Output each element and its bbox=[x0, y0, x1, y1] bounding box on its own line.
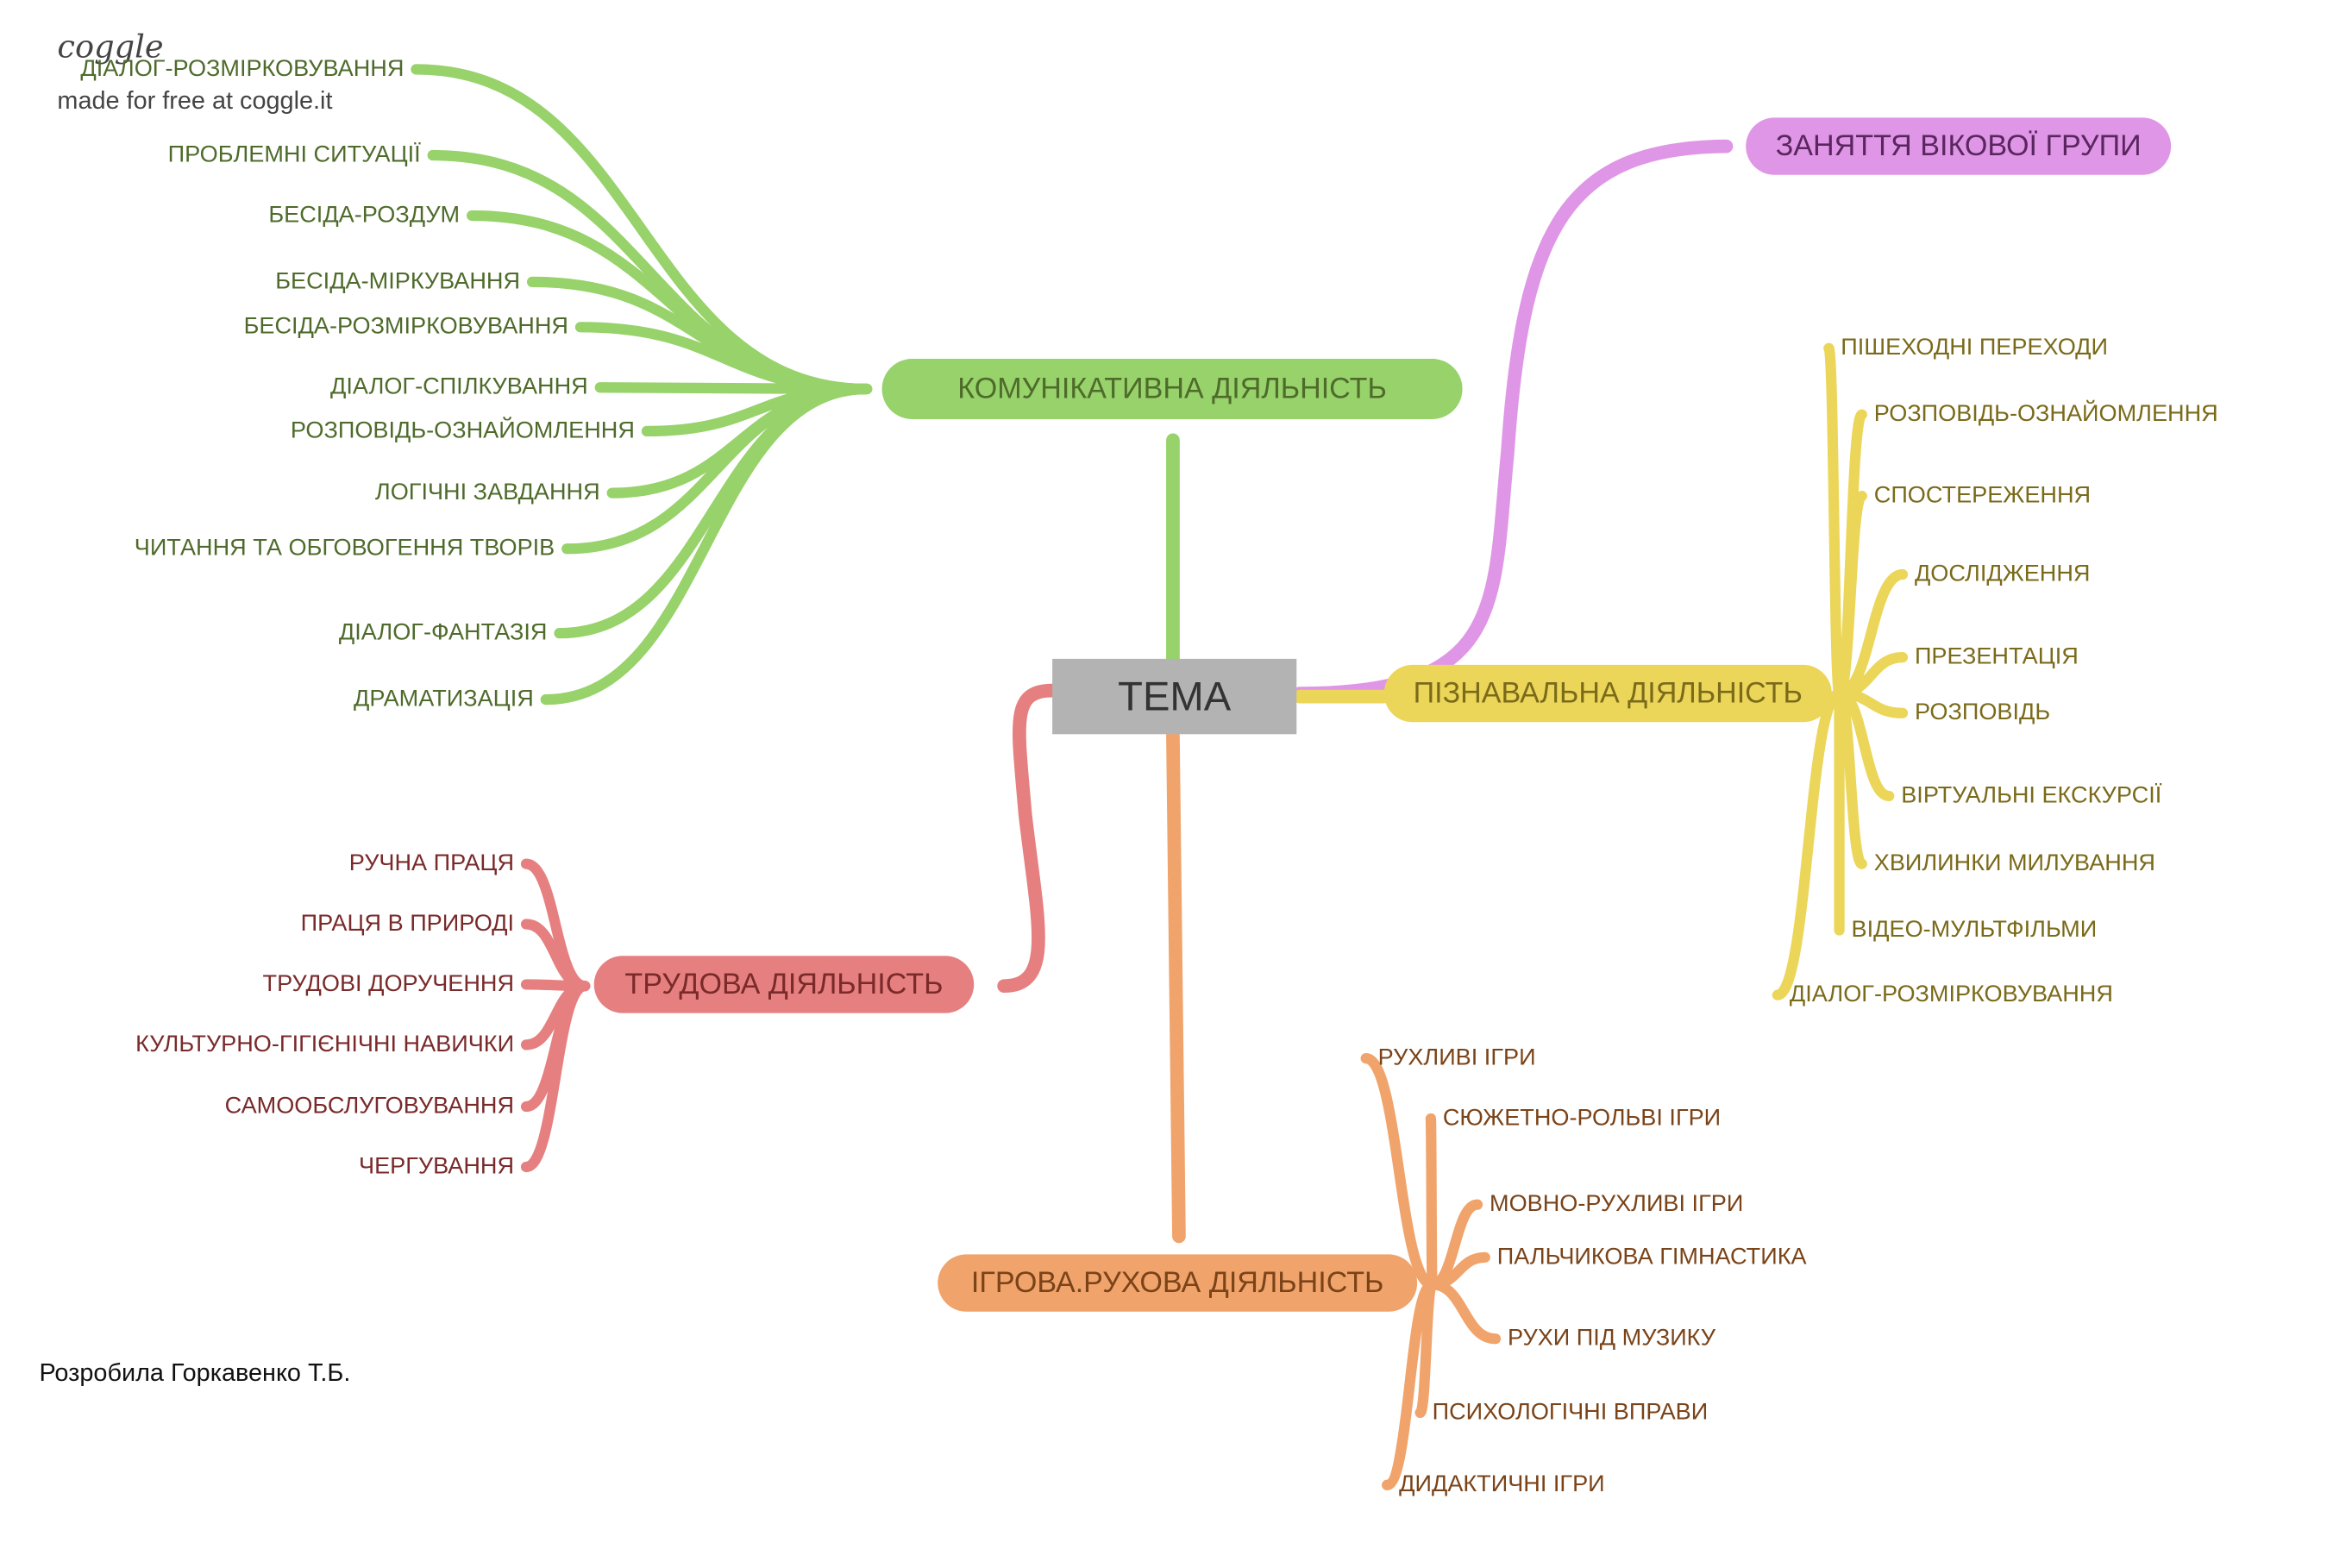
cognitive-item[interactable]: ВІРТУАЛЬНІ ЕКСКУРСІЇ bbox=[1901, 782, 2162, 809]
communicative-item[interactable]: ДІАЛОГ-ФАНТАЗІЯ bbox=[338, 619, 548, 646]
edge-labor-5 bbox=[520, 981, 591, 1173]
edge-central-game bbox=[1166, 729, 1186, 1244]
labor-item[interactable]: ПРАЦЯ В ПРИРОДІ bbox=[300, 911, 515, 937]
game-item[interactable]: МОВНО-РУХЛИВІ ІГРИ bbox=[1490, 1191, 1744, 1218]
labor-item[interactable]: ТРУДОВІ ДОРУЧЕННЯ bbox=[262, 971, 515, 997]
communicative-item[interactable]: ДІАЛОГ-СПІЛКУВАННЯ bbox=[330, 373, 588, 400]
communicative-item[interactable]: ЧИТАННЯ ТА ОБГОВОГЕННЯ ТВОРІВ bbox=[134, 535, 555, 561]
cognitive-item[interactable]: СПОСТЕРЕЖЕННЯ bbox=[1873, 482, 2092, 509]
coggle-tagline: made for free at coggle.it bbox=[57, 87, 333, 115]
game-item[interactable]: СЮЖЕТНО-РОЛЬВІ ІГРИ bbox=[1442, 1105, 1722, 1132]
edge-central-age-group bbox=[1292, 139, 1734, 700]
cognitive-item[interactable]: ВІДЕО-МУЛЬТФІЛЬМИ bbox=[1851, 917, 2098, 943]
labor-item[interactable]: КУЛЬТУРНО-ГІГІЄНІЧНІ НАВИЧКИ bbox=[135, 1032, 515, 1057]
labor-item[interactable]: РУЧНА ПРАЦЯ bbox=[348, 850, 515, 877]
edge-game-0 bbox=[1360, 1052, 1438, 1290]
edge-cognitive-2 bbox=[1834, 490, 1867, 699]
cognitive-item[interactable]: ПІШЕХОДНІ ПЕРЕХОДИ bbox=[1841, 335, 2109, 361]
game-item[interactable]: РУХИ ПІД МУЗИКУ bbox=[1508, 1325, 1715, 1352]
communicative-item[interactable]: ДРАМАТИЗАЦІЯ bbox=[353, 686, 534, 712]
branch-game[interactable]: ІГРОВА.РУХОВА ДІЯЛЬНІСТЬ bbox=[938, 1254, 1418, 1312]
communicative-item[interactable]: РОЗПОВІДЬ-ОЗНАЙОМЛЕННЯ bbox=[290, 417, 635, 444]
communicative-item[interactable]: БЕСІДА-МІРКУВАННЯ bbox=[275, 268, 521, 295]
edge-communicative-0 bbox=[411, 64, 873, 395]
branch-cognitive[interactable]: ПІЗНАВАЛЬНА ДІЯЛЬНІСТЬ bbox=[1383, 664, 1832, 723]
communicative-item[interactable]: БЕСІДА-РОЗДУМ bbox=[268, 202, 461, 229]
edge-game-4 bbox=[1427, 1279, 1502, 1345]
cognitive-item[interactable]: ПРЕЗЕНТАЦІЯ bbox=[1914, 643, 2079, 670]
branch-labor[interactable]: ТРУДОВА ДІЯЛЬНІСТЬ bbox=[593, 956, 975, 1013]
edge-communicative-2 bbox=[467, 210, 873, 395]
edge-cognitive-0 bbox=[1823, 342, 1845, 699]
game-item[interactable]: ПАЛЬЧИКОВА ГІМНАСТИКА bbox=[1496, 1244, 1807, 1270]
game-item[interactable]: РУХЛИВІ ІГРИ bbox=[1377, 1044, 1536, 1071]
labor-item[interactable]: САМООБСЛУГОВУВАННЯ bbox=[224, 1093, 515, 1120]
edge-central-labor bbox=[997, 683, 1059, 994]
edge-communicative-10 bbox=[540, 383, 873, 706]
communicative-item[interactable]: БЕСІДА-РОЗМІРКОВУВАННЯ bbox=[243, 314, 568, 340]
communicative-item[interactable]: ПРОБЛЕМНІ СИТУАЦІЇ bbox=[167, 141, 421, 168]
edge-cognitive-9 bbox=[1772, 687, 1845, 1000]
cognitive-item[interactable]: ХВИЛИНКИ МИЛУВАННЯ bbox=[1873, 850, 2155, 877]
coggle-logo: coggle bbox=[57, 28, 164, 66]
cognitive-item[interactable]: РОЗПОВІДЬ bbox=[1914, 699, 2051, 726]
branch-age-group[interactable]: ЗАНЯТТЯ ВІКОВОЇ ГРУПИ bbox=[1746, 117, 2172, 175]
labor-item[interactable]: ЧЕРГУВАННЯ bbox=[359, 1153, 515, 1180]
author-credit: Розробила Горкавенко Т.Б. bbox=[39, 1359, 351, 1388]
branch-communicative[interactable]: КОМУНІКАТИВНА ДІЯЛЬНІСТЬ bbox=[881, 359, 1463, 419]
game-item[interactable]: ПСИХОЛОГІЧНІ ВПРАВИ bbox=[1432, 1399, 1709, 1426]
edge-game-1 bbox=[1425, 1113, 1438, 1290]
communicative-item[interactable]: ЛОГІЧНІ ЗАВДАННЯ bbox=[374, 480, 600, 506]
cognitive-item[interactable]: ДІАЛОГ-РОЗМІРКОВУВАННЯ bbox=[1789, 982, 2113, 1008]
cognitive-item[interactable]: РОЗПОВІДЬ-ОЗНАЙОМЛЕННЯ bbox=[1873, 401, 2218, 428]
game-item[interactable]: ДИДАКТИЧНІ ІГРИ bbox=[1399, 1471, 1605, 1498]
edge-game-6 bbox=[1382, 1279, 1438, 1490]
cognitive-item[interactable]: ДОСЛІДЖЕННЯ bbox=[1914, 561, 2091, 587]
communicative-item[interactable]: ДІАЛОГ-РОЗМІРКОВУВАННЯ bbox=[80, 56, 405, 82]
central-topic[interactable]: ТЕМА bbox=[1052, 658, 1297, 735]
